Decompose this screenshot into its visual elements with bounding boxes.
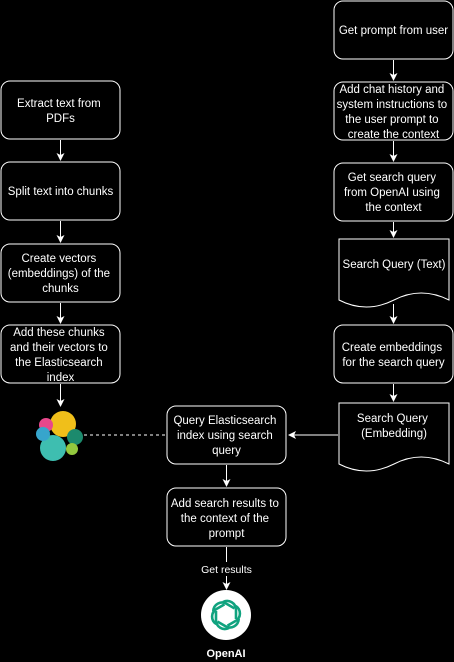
step-label: Create vectors (embeddings) of the chunk… — [8, 253, 114, 295]
step-extract-text: Extract text from PDFs — [0, 80, 121, 140]
step-label: Get prompt from user — [339, 25, 448, 37]
step-get-prompt: Get prompt from user — [333, 0, 454, 60]
step-query-elasticsearch: Query Elasticsearch index using search q… — [166, 405, 287, 465]
document-search-query-embedding: Search Query (Embedding) — [338, 402, 450, 472]
elasticsearch-logo-icon — [36, 411, 83, 461]
step-label: Split text into chunks — [8, 186, 114, 198]
document-label: Search Query (Text) — [343, 259, 446, 271]
step-create-vectors: Create vectors (embeddings) of the chunk… — [0, 243, 121, 303]
step-split-text: Split text into chunks — [0, 161, 121, 221]
step-label: Add these chunks and their vectors to th… — [10, 327, 111, 384]
step-add-chat-history: Add chat history and system instructions… — [333, 81, 454, 141]
step-add-to-index: Add these chunks and their vectors to th… — [0, 324, 121, 384]
step-label: Add chat history and system instructions… — [337, 84, 451, 141]
step-label: Get search query from OpenAI using the c… — [344, 172, 443, 214]
step-label: Add search results to the context of the… — [171, 498, 282, 540]
openai-logo-icon — [201, 590, 251, 640]
step-label: Extract text from PDFs — [17, 98, 104, 125]
document-search-query-text: Search Query (Text) — [338, 238, 450, 308]
step-get-search-query: Get search query from OpenAI using the c… — [333, 162, 454, 222]
openai-label: OpenAI — [206, 648, 245, 660]
step-create-embeddings: Create embeddings for the search query — [333, 324, 454, 384]
document-label: Search Query (Embedding) — [357, 413, 431, 440]
step-add-search-results: Add search results to the context of the… — [166, 487, 287, 547]
step-label: Create embeddings for the search query — [342, 342, 446, 369]
step-label: Query Elasticsearch index using search q… — [173, 415, 279, 457]
edge-label-get-results: Get results — [201, 564, 252, 576]
